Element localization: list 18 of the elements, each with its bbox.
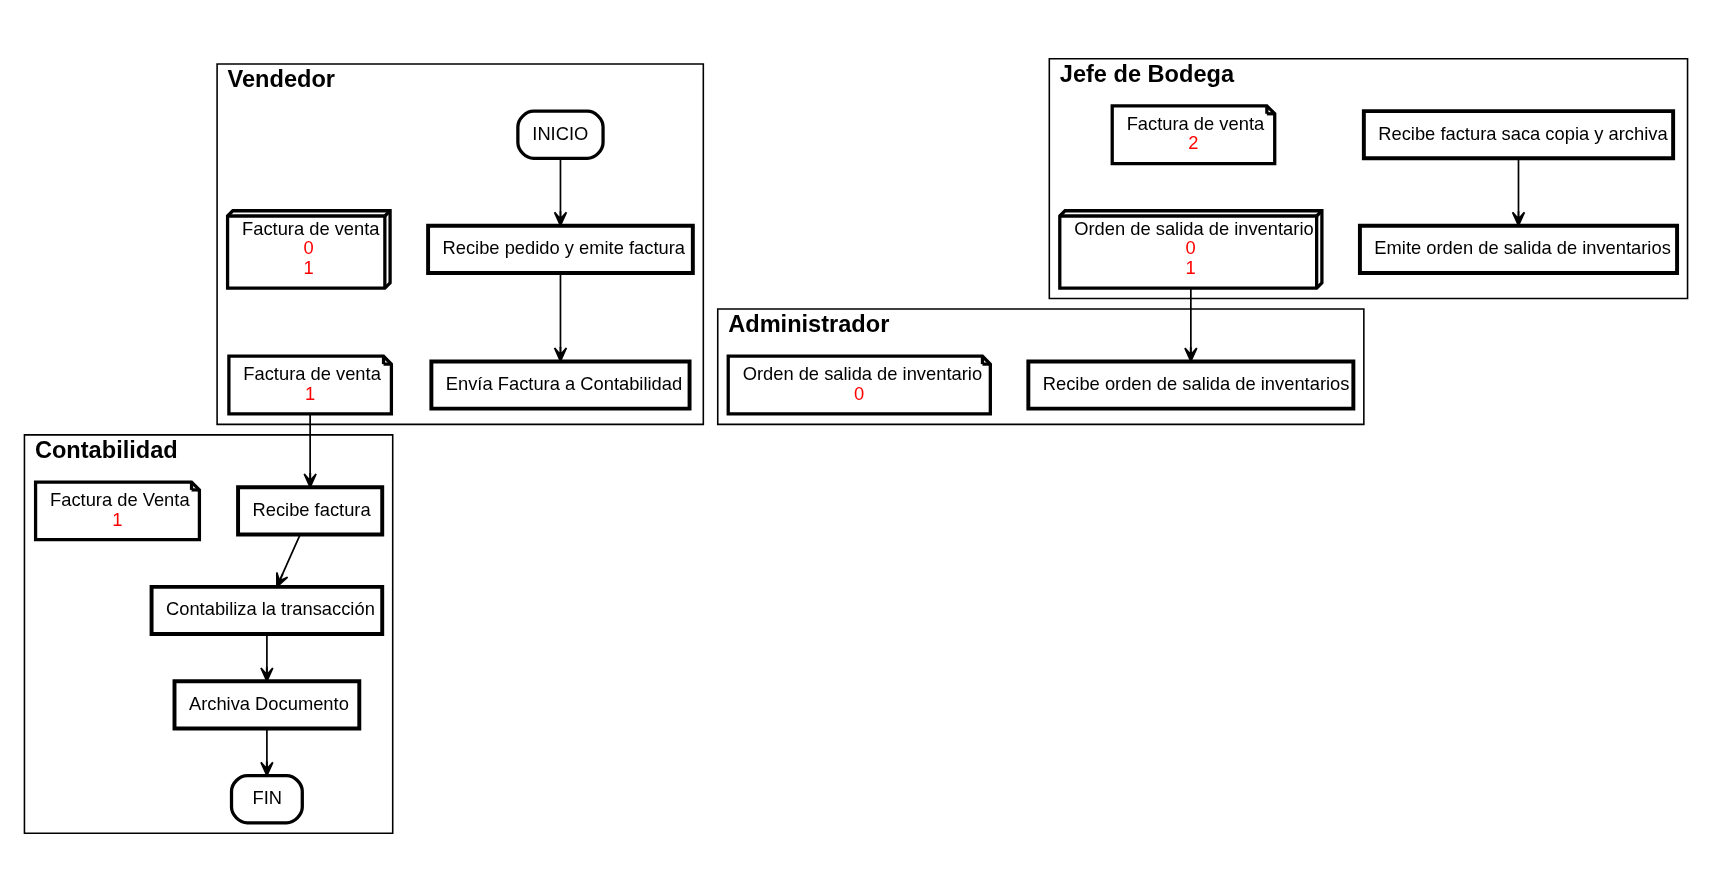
node-box: Recibe factura: [236, 485, 385, 537]
node-box: FIN: [229, 773, 304, 825]
node-box: Archiva Documento: [172, 679, 362, 731]
node-box: Contabiliza la transacción: [149, 584, 385, 637]
node-box: INICIO: [516, 109, 605, 160]
arrow: [553, 157, 568, 227]
node-box: Envía Factura a Contabilidad: [429, 359, 692, 411]
arrow: [260, 633, 274, 682]
node-box: Emite orden de salida de inventarios: [1357, 223, 1680, 275]
arrow: [1184, 287, 1198, 363]
node-box: Recibe orden de salida de inventarios: [1026, 359, 1356, 411]
arrow: [303, 413, 317, 488]
arrow: [1511, 157, 1526, 227]
node-box: Recibe factura saca copia y archiva: [1361, 109, 1676, 161]
arrow: [275, 533, 301, 588]
arrow: [553, 272, 568, 362]
node-box: Recibe pedido y emite factura: [426, 223, 695, 275]
arrow: [260, 727, 274, 777]
